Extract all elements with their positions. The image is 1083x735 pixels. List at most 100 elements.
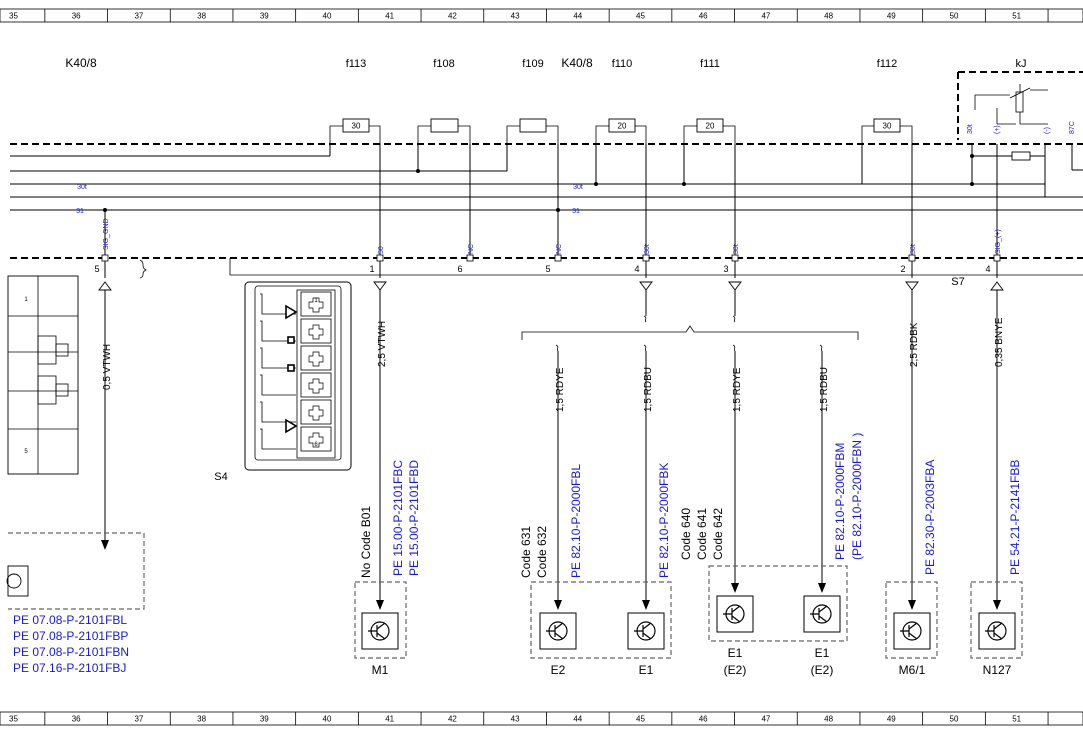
s4-polarization-mark	[285, 304, 298, 320]
symbol-transistor	[368, 622, 386, 640]
fuse-f111-rating: 20	[706, 122, 715, 131]
fuse-f108	[417, 118, 471, 144]
ruler-top-cell-43: 43	[511, 12, 520, 21]
component-e1-d: E1	[815, 646, 830, 660]
tag-30t-b: 30t	[733, 244, 740, 254]
wire-25-rdbk: 2,5 RDBK	[909, 322, 920, 367]
bus-30t-mid: 30t	[573, 184, 583, 191]
ruler-top-cell-39: 39	[260, 12, 269, 21]
ruler-bottom-cell-41: 41	[385, 715, 394, 724]
wires-down	[101, 290, 1001, 610]
ruler-top-cell-49: 49	[887, 12, 896, 21]
relay-term-87c: 87C	[1069, 121, 1076, 134]
label-k40-8-left: K40/8	[65, 56, 97, 70]
ref-m6-1[interactable]: PE 82.30-P-2003FBA	[923, 460, 937, 575]
pin-2: 2	[900, 264, 905, 274]
s4-cell-contact	[308, 432, 324, 448]
ref-m1-a[interactable]: PE 15.00-P-2101FBC	[391, 460, 405, 576]
label-f108: f108	[433, 58, 454, 70]
connector-s7-label: S7	[951, 276, 964, 288]
ref-left-3[interactable]: PE 07.08-P-2101FBN	[13, 645, 129, 659]
left-block-pin-5: 5	[24, 449, 28, 455]
symbol-e1c	[716, 595, 754, 633]
box-n127	[970, 581, 1023, 659]
s4-polarization-mark	[287, 336, 295, 344]
fuse-f112	[861, 118, 913, 144]
ruler-bottom-cell-46: 46	[699, 715, 708, 724]
ruler-top-cell-48: 48	[824, 12, 833, 21]
symbol-transistor	[900, 622, 918, 640]
ref-left-1[interactable]: PE 07.08-P-2101FBL	[13, 613, 127, 627]
code-641: Code 641	[695, 508, 709, 560]
s4-cell	[300, 291, 332, 317]
s4-polarization-mark	[285, 418, 298, 434]
symbol-e1d	[803, 595, 841, 633]
symbol-frame	[539, 612, 577, 650]
ref-e1b-b[interactable]: (PE 82.10-P-2000FBN )	[850, 433, 864, 560]
ref-m1-b[interactable]: PE 15.00-P-2101FBD	[407, 460, 421, 576]
s4-polarization-mark	[287, 364, 295, 372]
connector-s4-label: S4	[214, 471, 227, 483]
symbol-frame	[716, 595, 754, 633]
left-component-symbol	[6, 565, 29, 597]
ref-e1[interactable]: PE 82.10-P-2000FBK	[657, 463, 671, 578]
box-m6-1	[885, 581, 938, 659]
wire-05-vtwh: 0,5 VTWH	[102, 344, 113, 390]
wire-035-bnye: 0,35 BNYE	[994, 317, 1005, 367]
ruler-bottom-cell-39: 39	[260, 715, 269, 724]
ruler-bottom-cell-43: 43	[511, 715, 520, 724]
tag-sig-gnd: SIG_GND	[103, 218, 110, 250]
ruler-top-cell-35: 35	[9, 12, 18, 21]
ruler-top-cell-42: 42	[448, 12, 457, 21]
s4-cell-contact	[308, 405, 324, 421]
connector-arrows	[98, 281, 1004, 291]
symbol-e2	[539, 612, 577, 650]
ref-left-4[interactable]: PE 07.16-P-2101FBJ	[13, 661, 126, 675]
ref-n127[interactable]: PE 54.21-P-2141FBB	[1008, 460, 1022, 575]
ref-left-2[interactable]: PE 07.08-P-2101FBP	[13, 629, 128, 643]
left-connector-block	[7, 275, 79, 475]
pin-4: 4	[634, 264, 639, 274]
fuse-f113-rating: 30	[352, 122, 361, 131]
component-e1-d-alt: (E2)	[811, 663, 834, 677]
ref-e2[interactable]: PE 82.10-P-2000FBL	[569, 464, 583, 578]
label-f110: f110	[612, 58, 633, 70]
fuse-f111	[683, 118, 736, 144]
s4-pin-6: 6	[314, 442, 318, 448]
symbol-transistor	[985, 622, 1003, 640]
ruler-top-cell-47: 47	[761, 12, 770, 21]
s4-cell-contact	[308, 378, 324, 394]
ruler-bottom-cell-49: 49	[887, 715, 896, 724]
ruler-bottom-cell-45: 45	[636, 715, 645, 724]
component-e2: E2	[551, 663, 566, 677]
ruler-bottom-cell-40: 40	[323, 715, 332, 724]
ruler-top-cell-40: 40	[323, 12, 332, 21]
ruler-bottom-cell-38: 38	[197, 715, 206, 724]
s4-latch	[260, 374, 296, 396]
code-640: Code 640	[679, 508, 693, 560]
wire-15-rdbu-a: 1,5 RDBU	[643, 367, 654, 412]
ruler-bottom-cell-35: 35	[9, 715, 18, 724]
symbol-transistor	[634, 622, 652, 640]
ref-e1b-a[interactable]: PE 82.10-P-2000FBM	[833, 443, 847, 560]
pin-3: 3	[723, 264, 728, 274]
code-no-b01: No Code B01	[359, 506, 373, 578]
fuse-f112-rating: 30	[883, 122, 892, 131]
ruler-bottom-cell-51: 51	[1012, 715, 1021, 724]
ruler-bottom-cell-37: 37	[134, 715, 143, 724]
ruler-top-cell-46: 46	[699, 12, 708, 21]
symbol-n127	[978, 612, 1016, 650]
relay-term-minus: (-)	[1044, 127, 1051, 134]
symbol-m1	[361, 612, 399, 650]
symbol-e1	[627, 612, 665, 650]
tag-30t-a: 30t	[644, 244, 651, 254]
symbol-transistor	[723, 605, 741, 623]
label-f111: f111	[700, 58, 720, 70]
ruler-top-cell-37: 37	[134, 12, 143, 21]
ruler-bottom-cell-50: 50	[950, 715, 959, 724]
component-m1: M1	[372, 663, 389, 677]
bus-31-left: 31	[76, 208, 84, 215]
symbol-transistor	[546, 622, 564, 640]
tag-nc-2: NC	[556, 244, 563, 254]
